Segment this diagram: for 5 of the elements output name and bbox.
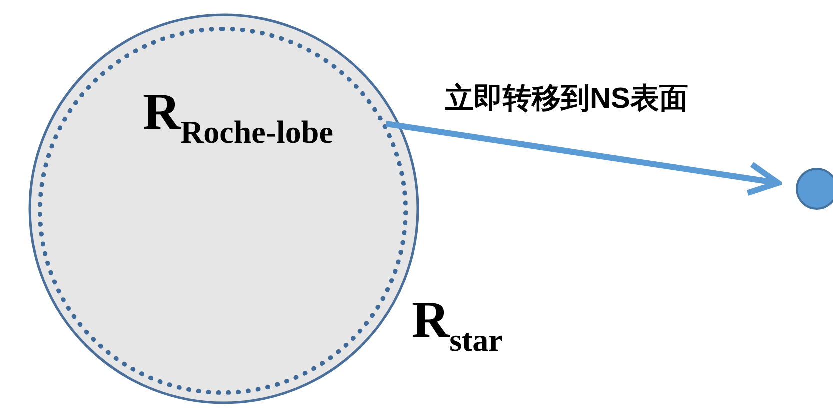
arrow [386,120,782,196]
radius-label: R$_{star}$ [412,295,503,356]
edge-label: 立即转移到NS表面 [445,84,688,116]
radius-label: R$_{Roche-lobe}$ [143,87,334,148]
neutron-star-circle [796,168,833,210]
